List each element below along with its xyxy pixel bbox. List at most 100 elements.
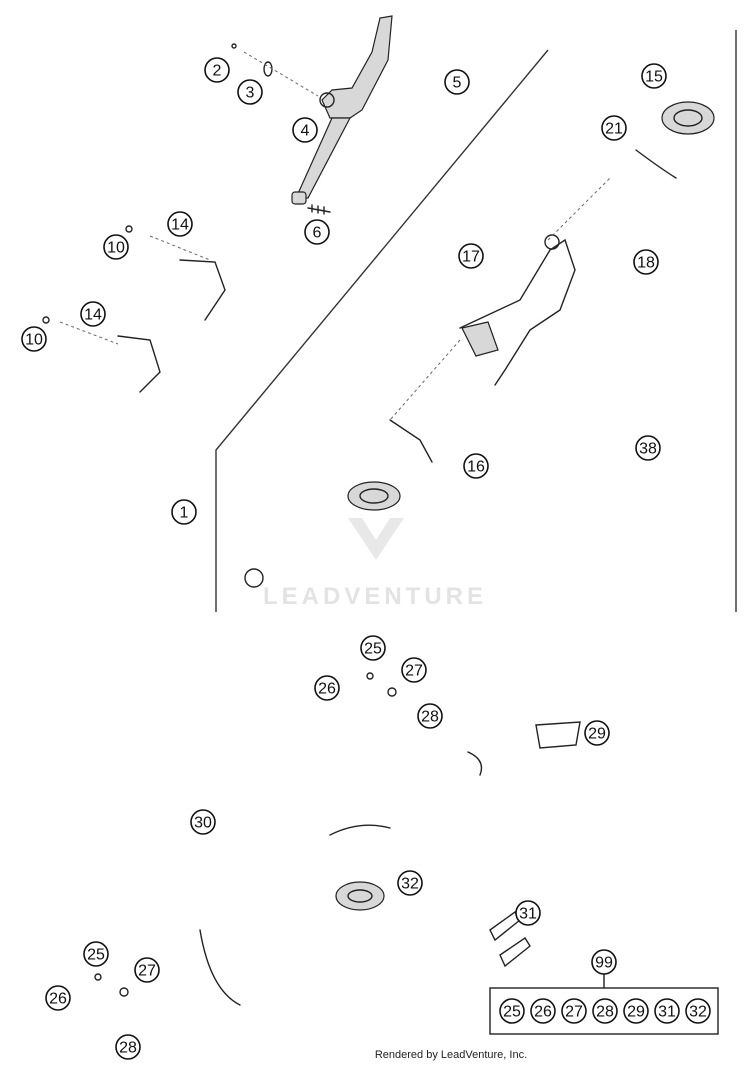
footer-credit: Rendered by LeadVenture, Inc. (374, 1049, 528, 1061)
kit-item-32[interactable]: 32 (685, 998, 711, 1024)
callout-label: 30 (194, 815, 212, 832)
callout-label: 16 (467, 459, 485, 476)
callout-circle (360, 635, 386, 661)
callout-circle (134, 957, 160, 983)
callout-circle (103, 234, 129, 260)
callout-c27b[interactable]: 27 (134, 957, 160, 983)
callout-circle (190, 809, 216, 835)
callout-c4[interactable]: 4 (292, 117, 318, 143)
callout-label: 38 (639, 441, 657, 458)
washer-and-screw-part (231, 43, 319, 97)
callout-label: 21 (605, 121, 623, 138)
callout-label: 4 (301, 123, 310, 140)
kit-item-27[interactable]: 27 (561, 998, 587, 1024)
callout-circle (21, 326, 47, 352)
callout-circle (115, 1034, 141, 1060)
kit-item-31[interactable]: 31 (654, 998, 680, 1024)
callout-label: 28 (119, 1040, 137, 1057)
kit-item-label: 27 (565, 1004, 583, 1021)
callout-c6[interactable]: 6 (304, 219, 330, 245)
shift-lever-part (291, 15, 393, 215)
callout-circle (167, 211, 193, 237)
kit-item-label: 26 (534, 1004, 552, 1021)
callout-circle (417, 703, 443, 729)
kit-item-circle (685, 998, 711, 1024)
callout-label: 25 (364, 641, 382, 658)
callout-circle (80, 301, 106, 327)
callout-c14b[interactable]: 14 (80, 301, 106, 327)
watermark-logo: LEADVENTURE (263, 518, 487, 610)
callout-label: 1 (180, 505, 189, 522)
kit-item-circle (561, 998, 587, 1024)
callout-c30[interactable]: 30 (190, 809, 216, 835)
kit-item-circle (654, 998, 680, 1024)
callout-circle (171, 499, 197, 525)
callout-label: 10 (25, 332, 43, 349)
callout-c10a[interactable]: 10 (103, 234, 129, 260)
callout-c99[interactable]: 99 (591, 949, 617, 975)
callout-circle (314, 675, 340, 701)
callout-c28b[interactable]: 28 (115, 1034, 141, 1060)
lower-gear-assembly (94, 672, 581, 1006)
callout-c25a[interactable]: 25 (360, 635, 386, 661)
watermark-text: LEADVENTURE (263, 583, 487, 610)
callout-circle (635, 435, 661, 461)
callout-c26a[interactable]: 26 (314, 675, 340, 701)
callout-label: 26 (318, 681, 336, 698)
callout-c25b[interactable]: 25 (83, 941, 109, 967)
callout-label: 6 (313, 225, 322, 242)
callout-label: 28 (421, 709, 439, 726)
callout-circle (601, 115, 627, 141)
kit-item-label: 29 (627, 1004, 645, 1021)
callout-c29[interactable]: 29 (584, 720, 610, 746)
callout-label: 15 (645, 69, 663, 86)
callout-circle (444, 69, 470, 95)
clutch-cover-part (244, 419, 433, 588)
callout-label: 3 (246, 85, 255, 102)
callout-c2[interactable]: 2 (204, 57, 230, 83)
callout-c17[interactable]: 17 (458, 243, 484, 269)
kit-item-29[interactable]: 29 (623, 998, 649, 1024)
callout-c16[interactable]: 16 (463, 453, 489, 479)
kit-item-circle (530, 998, 556, 1024)
callout-circle (401, 657, 427, 683)
callout-circle (458, 243, 484, 269)
callout-c28a[interactable]: 28 (417, 703, 443, 729)
kit-item-label: 31 (658, 1004, 676, 1021)
callout-c5[interactable]: 5 (444, 69, 470, 95)
callout-label: 27 (138, 963, 156, 980)
callout-c32[interactable]: 32 (397, 870, 423, 896)
callout-c18[interactable]: 18 (633, 249, 659, 275)
callout-label: 32 (401, 876, 419, 893)
kit-item-circle (623, 998, 649, 1024)
callout-c14a[interactable]: 14 (167, 211, 193, 237)
callout-circle (463, 453, 489, 479)
kit-item-28[interactable]: 28 (592, 998, 618, 1024)
callout-label: 2 (213, 63, 222, 80)
callout-c27a[interactable]: 27 (401, 657, 427, 683)
callout-label: 17 (462, 249, 480, 266)
callout-circle (591, 949, 617, 975)
callout-label: 27 (405, 663, 423, 680)
callout-c21[interactable]: 21 (601, 115, 627, 141)
callout-circle (515, 900, 541, 926)
callout-circle (584, 720, 610, 746)
callout-c1[interactable]: 1 (171, 499, 197, 525)
callout-circle (45, 985, 71, 1011)
kit-items-group: 25 26 27 28 29 31 32 (499, 998, 711, 1024)
callout-c15[interactable]: 15 (641, 63, 667, 89)
callout-c26b[interactable]: 26 (45, 985, 71, 1011)
callout-circle (204, 57, 230, 83)
callout-c10b[interactable]: 10 (21, 326, 47, 352)
callout-label: 31 (519, 906, 537, 923)
kit-item-26[interactable]: 26 (530, 998, 556, 1024)
callout-label: 10 (107, 240, 125, 257)
callout-c38[interactable]: 38 (635, 435, 661, 461)
callout-c3[interactable]: 3 (237, 79, 263, 105)
callout-c31[interactable]: 31 (515, 900, 541, 926)
callout-circle (304, 219, 330, 245)
kit-item-25[interactable]: 25 (499, 998, 525, 1024)
assembly-frame (215, 30, 737, 612)
kit-item-label: 25 (503, 1004, 521, 1021)
